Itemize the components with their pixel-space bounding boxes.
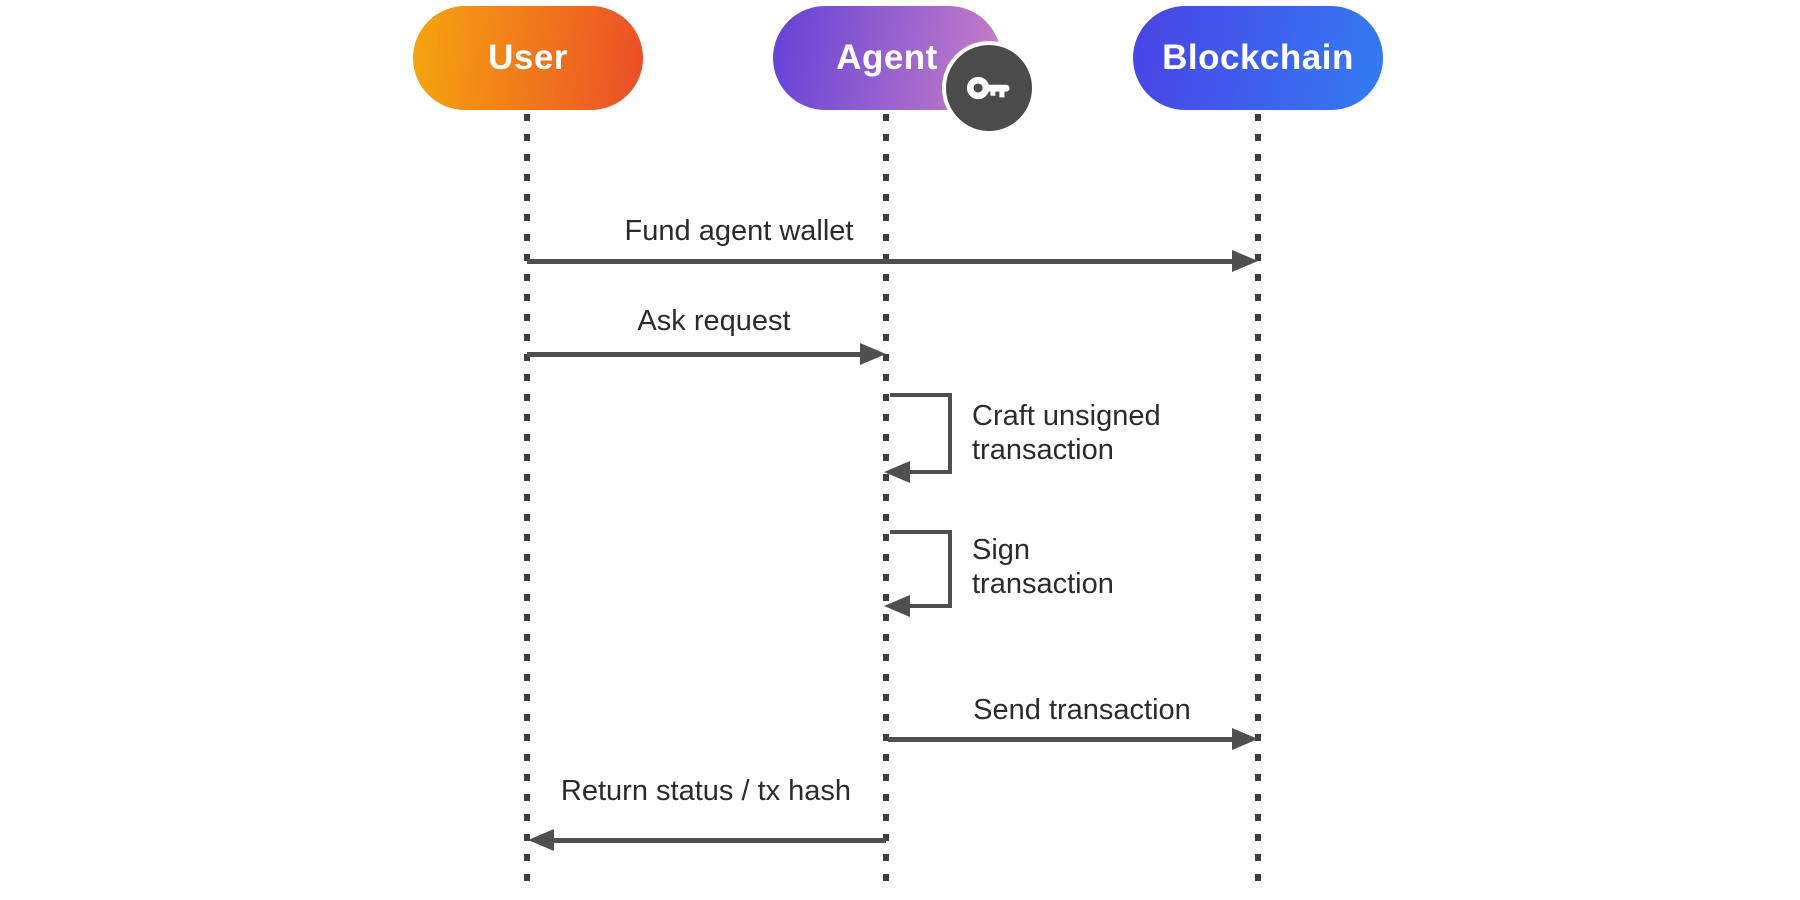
message-label-craft-unsigned-transaction: Craft unsigned transaction [972,399,1161,467]
arrowhead-left-icon [884,461,910,483]
label-line-2: transaction [972,434,1114,466]
message-arrow-ask-request [527,352,862,357]
lifeline-user [524,114,530,882]
key-icon [942,41,1036,135]
arrowhead-right-icon [860,343,886,365]
actor-user: User [413,6,643,110]
self-loop-craft-unsigned-transaction [890,393,952,474]
message-label-return-status-tx-hash: Return status / tx hash [560,775,852,807]
message-label-send-transaction: Send transaction [973,694,1191,726]
message-label-fund-agent-wallet: Fund agent wallet [624,215,854,247]
label-line-2: transaction [972,568,1114,600]
arrowhead-right-icon [1232,728,1258,750]
self-loop-sign-transaction [890,530,952,608]
arrowhead-left-icon [884,595,910,617]
actor-agent-label: Agent [836,38,938,77]
arrowhead-left-icon [528,829,554,851]
arrowhead-right-icon [1232,250,1258,272]
lifeline-agent [883,114,889,882]
actor-user-label: User [488,38,568,77]
message-label-sign-transaction: Sign transaction [972,533,1114,601]
message-arrow-fund-agent-wallet [527,259,1234,264]
message-arrow-send-transaction [888,737,1234,742]
label-line-1: Craft unsigned [972,400,1161,432]
actor-blockchain: Blockchain [1133,6,1383,110]
message-arrow-return-status-tx-hash [552,838,886,843]
message-label-ask-request: Ask request [637,305,791,337]
label-line-1: Sign [972,534,1031,566]
actor-blockchain-label: Blockchain [1162,38,1354,77]
lifeline-blockchain [1255,114,1261,882]
